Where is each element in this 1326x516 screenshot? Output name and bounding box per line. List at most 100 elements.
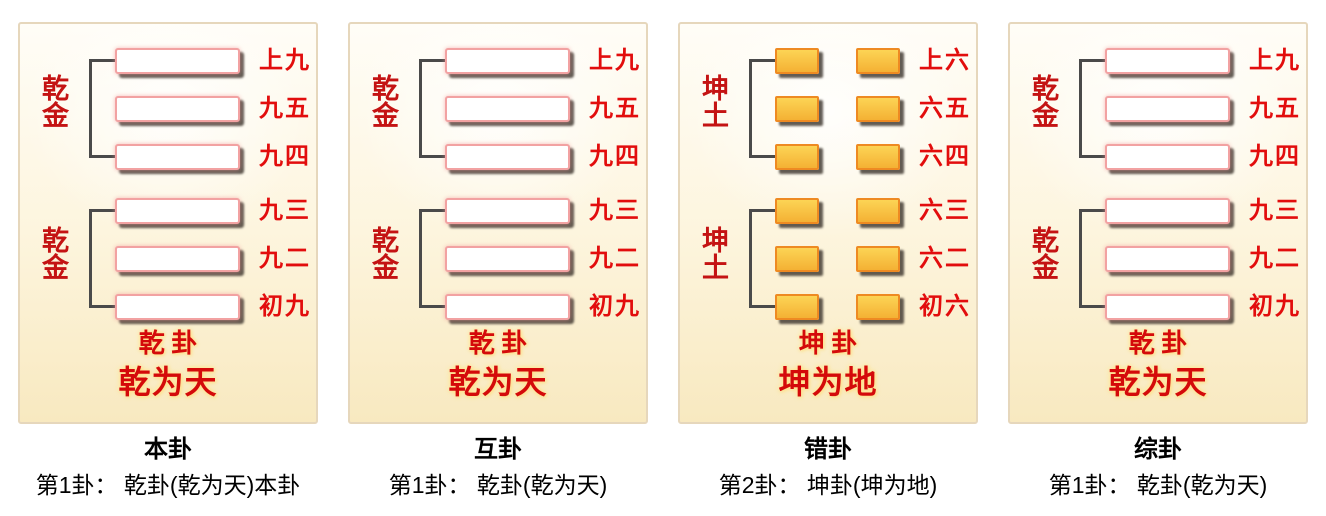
hexagram-column: 乾金 乾金 上九九五九四九三九二初九 乾 卦 乾为天 综卦 第1卦： 乾卦(乾为… (1008, 22, 1308, 499)
yang-line (445, 96, 570, 122)
hexagram-column: 乾金 乾金 上九九五九四九三九二初九 乾 卦 乾为天 互卦 第1卦： 乾卦(乾为… (348, 22, 648, 499)
hexagram-panels: 乾金 乾金 上九九五九四九三九二初九 乾 卦 乾为天 本卦 第1卦： 乾卦(乾为… (18, 22, 1308, 499)
yang-line (115, 294, 240, 320)
trigram-bracket-upper (419, 59, 446, 158)
line-label: 九二 (1249, 246, 1301, 272)
line-label: 六五 (919, 96, 971, 122)
trigram-label-upper: 乾金 (38, 74, 68, 128)
trigram-bracket-lower (1079, 209, 1106, 308)
line-label: 九二 (259, 246, 311, 272)
line-label: 九四 (1249, 144, 1301, 170)
yin-block (775, 198, 819, 224)
trigram-label-upper: 坤土 (698, 74, 728, 128)
hexagram-diagram: 乾金 乾金 上九九五九四九三九二初九 (1010, 24, 1306, 422)
line-label: 初九 (1249, 294, 1301, 320)
trigram-label-lower: 乾金 (38, 226, 68, 280)
line-label: 六二 (919, 246, 971, 272)
line-label: 上九 (589, 48, 641, 74)
hexagram-diagram: 坤土 坤土 上六六五六四六三六二初六 (680, 24, 976, 422)
yang-line (445, 48, 570, 74)
yang-line (1105, 246, 1230, 272)
hexagram-panel: 坤土 坤土 上六六五六四六三六二初六 坤 卦 坤为地 (678, 22, 978, 424)
hexagram-diagram: 乾金 乾金 上九九五九四九三九二初九 (20, 24, 316, 422)
yang-line (1105, 144, 1230, 170)
yin-block (856, 246, 900, 272)
line-label: 九二 (589, 246, 641, 272)
line-label: 上六 (919, 48, 971, 74)
line-label: 九四 (589, 144, 641, 170)
trigram-bracket-upper (749, 59, 776, 158)
yin-block (856, 48, 900, 74)
trigram-label-upper: 乾金 (368, 74, 398, 128)
line-label: 九五 (259, 96, 311, 122)
line-label: 九四 (259, 144, 311, 170)
yin-block (775, 144, 819, 170)
gua-name: 乾 卦 (468, 329, 528, 358)
trigram-label-lower: 乾金 (368, 226, 398, 280)
gua-full-name: 乾为天 (448, 364, 548, 400)
yin-block (856, 96, 900, 122)
trigram-bracket-upper (89, 59, 116, 158)
yin-line (775, 96, 900, 122)
yang-line (445, 294, 570, 320)
yin-block (775, 48, 819, 74)
line-label: 六四 (919, 144, 971, 170)
yang-line (1105, 198, 1230, 224)
hexagram-column: 坤土 坤土 上六六五六四六三六二初六 坤 卦 坤为地 错卦 第2卦： 坤卦(坤为… (678, 22, 978, 499)
line-label: 上九 (259, 48, 311, 74)
yin-block (856, 144, 900, 170)
line-label: 上九 (1249, 48, 1301, 74)
trigram-label-upper: 乾金 (1028, 74, 1058, 128)
yin-line (775, 198, 900, 224)
gua-name: 坤 卦 (798, 329, 858, 358)
yin-line (775, 246, 900, 272)
line-label: 九三 (259, 198, 311, 224)
yin-block (775, 294, 819, 320)
gua-full-name: 乾为天 (118, 364, 218, 400)
line-label: 初九 (589, 294, 641, 320)
trigram-bracket-lower (89, 209, 116, 308)
hexagram-panel: 乾金 乾金 上九九五九四九三九二初九 乾 卦 乾为天 (1008, 22, 1308, 424)
trigram-label-lower: 乾金 (1028, 226, 1058, 280)
trigram-bracket-lower (749, 209, 776, 308)
line-label: 九五 (1249, 96, 1301, 122)
yang-line (445, 246, 570, 272)
yang-line (445, 144, 570, 170)
panel-title: 互卦 (474, 436, 522, 463)
panel-title: 错卦 (804, 436, 852, 463)
yang-line (115, 96, 240, 122)
line-label: 初九 (259, 294, 311, 320)
yin-block (856, 294, 900, 320)
hexagram-panel: 乾金 乾金 上九九五九四九三九二初九 乾 卦 乾为天 (18, 22, 318, 424)
panel-description: 第1卦： 乾卦(乾为天)本卦 (35, 472, 301, 498)
line-label: 九五 (589, 96, 641, 122)
gua-full-name: 乾为天 (1108, 364, 1208, 400)
yin-line (775, 294, 900, 320)
yin-block (775, 96, 819, 122)
line-label: 九三 (1249, 198, 1301, 224)
panel-title: 本卦 (144, 436, 192, 463)
gua-full-name: 坤为地 (778, 364, 878, 400)
yin-block (775, 246, 819, 272)
hexagram-panel: 乾金 乾金 上九九五九四九三九二初九 乾 卦 乾为天 (348, 22, 648, 424)
trigram-bracket-lower (419, 209, 446, 308)
line-label: 九三 (589, 198, 641, 224)
trigram-bracket-upper (1079, 59, 1106, 158)
panel-description: 第1卦： 乾卦(乾为天) (388, 472, 608, 498)
line-label: 六三 (919, 198, 971, 224)
yang-line (445, 198, 570, 224)
trigram-label-lower: 坤土 (698, 226, 728, 280)
yang-line (115, 48, 240, 74)
yang-line (115, 246, 240, 272)
yin-block (856, 198, 900, 224)
yang-line (115, 144, 240, 170)
yin-line (775, 48, 900, 74)
panel-description: 第2卦： 坤卦(坤为地) (718, 472, 938, 498)
yin-line (775, 144, 900, 170)
hexagram-diagram: 乾金 乾金 上九九五九四九三九二初九 (350, 24, 646, 422)
gua-name: 乾 卦 (1128, 329, 1188, 358)
line-label: 初六 (919, 294, 971, 320)
gua-name: 乾 卦 (138, 329, 198, 358)
yang-line (1105, 96, 1230, 122)
hexagram-column: 乾金 乾金 上九九五九四九三九二初九 乾 卦 乾为天 本卦 第1卦： 乾卦(乾为… (18, 22, 318, 499)
